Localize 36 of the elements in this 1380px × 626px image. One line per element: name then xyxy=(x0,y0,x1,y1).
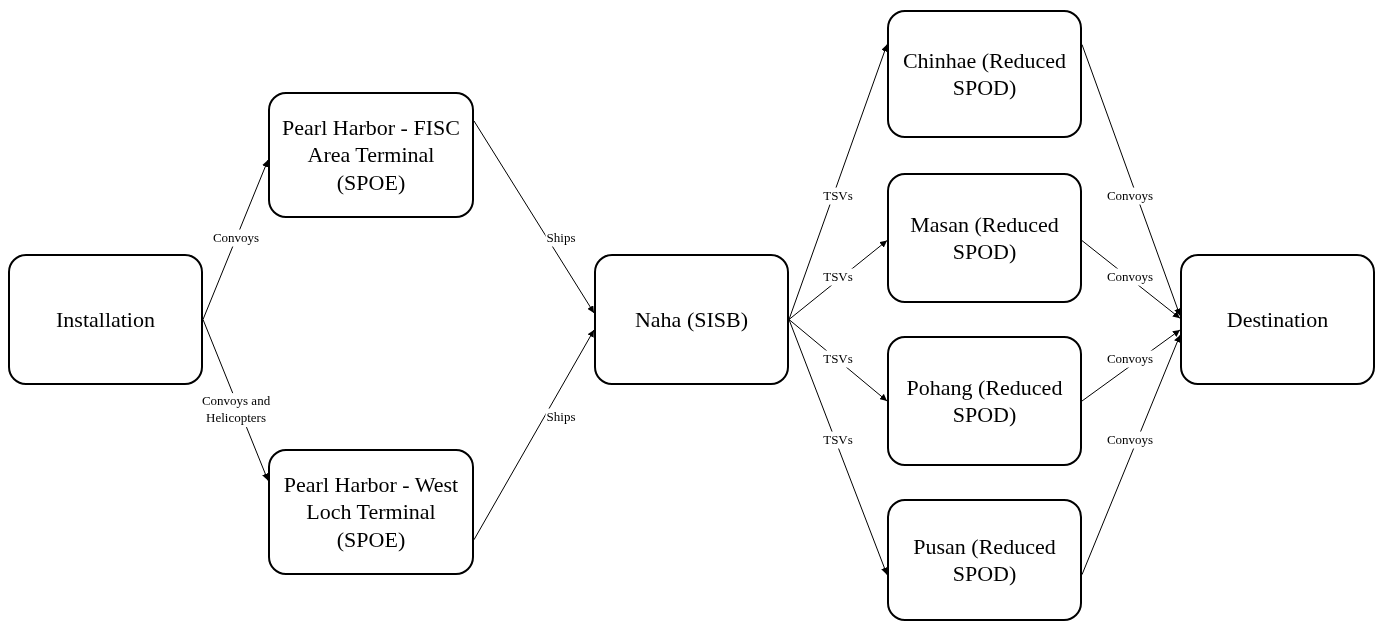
edge-label: TSVs xyxy=(822,350,854,368)
node-label: Pohang (Reduced SPOD) xyxy=(905,373,1064,429)
edge-label: Ships xyxy=(545,408,577,426)
process-box xyxy=(887,173,1082,303)
arrow xyxy=(1081,334,1181,576)
process-box xyxy=(887,499,1082,621)
node-label: Pearl Harbor - West Loch Terminal (SPOE) xyxy=(282,470,460,554)
arrow xyxy=(473,329,595,541)
node-label: Pusan (Reduced SPOD) xyxy=(912,532,1057,588)
edge-label: Convoys xyxy=(1105,187,1155,205)
edge-label: Convoys xyxy=(211,229,261,247)
arrow xyxy=(788,319,888,576)
edge-label: Convoys xyxy=(1105,268,1155,286)
edge-label: TSVs xyxy=(822,187,854,205)
node-label: Pearl Harbor - FISC Area Terminal (SPOE) xyxy=(281,113,461,197)
node-label: Naha (SISB) xyxy=(633,305,749,334)
process-box xyxy=(268,449,474,575)
edge-label: Convoys xyxy=(1105,431,1155,449)
process-box xyxy=(887,10,1082,138)
edge-label: TSVs xyxy=(822,268,854,286)
process-box xyxy=(887,336,1082,466)
node-label: Installation xyxy=(55,305,156,334)
process-box xyxy=(268,92,474,218)
process-box xyxy=(1180,254,1375,385)
process-box xyxy=(8,254,203,385)
edge-label: TSVs xyxy=(822,431,854,449)
node-label: Chinhae (Reduced SPOD) xyxy=(901,46,1068,102)
arrow xyxy=(202,159,269,320)
edge-label: Convoys and Helicopters xyxy=(200,393,272,427)
edge-label: Convoys xyxy=(1105,350,1155,368)
arrow xyxy=(1081,44,1181,317)
arrow xyxy=(473,120,595,314)
process-box xyxy=(594,254,789,385)
node-label: Destination xyxy=(1225,305,1330,334)
node-label: Masan (Reduced SPOD) xyxy=(909,210,1060,266)
arrow xyxy=(788,44,888,320)
